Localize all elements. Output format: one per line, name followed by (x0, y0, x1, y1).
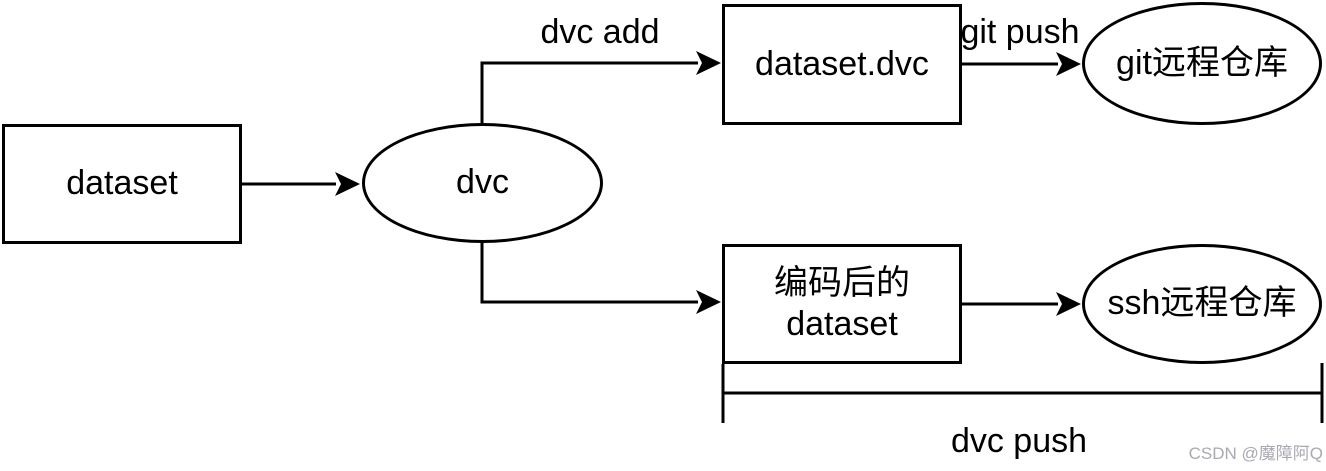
dvc-push-range-bracket (721, 363, 1324, 423)
node-dataset: dataset (2, 124, 242, 244)
arrow-dvc-to-encoded-dataset (480, 242, 698, 304)
node-dvc: dvc (362, 123, 603, 243)
node-dataset-dvc-label: dataset.dvc (755, 44, 929, 83)
arrowhead-dvc-to-encoded-dataset (696, 290, 721, 314)
node-git-remote: git远程仓库 (1082, 2, 1322, 125)
node-dvc-label: dvc (456, 163, 509, 202)
arrow-dvc-to-dataset-dvc (480, 61, 698, 123)
node-ssh-remote-label: ssh远程仓库 (1107, 284, 1297, 323)
arrowhead-encoded-dataset-to-ssh-remote (1056, 292, 1081, 316)
node-dataset-dvc: dataset.dvc (722, 4, 962, 125)
node-dataset-label: dataset (66, 164, 178, 203)
arrowhead-dataset-to-dvc (335, 172, 360, 196)
arrowhead-dataset-dvc-to-git-remote (1056, 52, 1081, 76)
node-encoded-dataset-label: 编码后的 dataset (774, 263, 910, 343)
edge-label-dvc-push: dvc push (950, 422, 1088, 460)
watermark: CSDN @魔障阿Q (1188, 444, 1323, 463)
node-encoded-dataset: 编码后的 dataset (722, 244, 962, 364)
node-ssh-remote: ssh远程仓库 (1082, 244, 1322, 364)
edge-label-dvc-add: dvc add (540, 13, 660, 51)
edge-label-git-push: git push (960, 13, 1080, 51)
node-git-remote-label: git远程仓库 (1116, 43, 1288, 82)
arrowhead-dvc-to-dataset-dvc (696, 51, 721, 75)
